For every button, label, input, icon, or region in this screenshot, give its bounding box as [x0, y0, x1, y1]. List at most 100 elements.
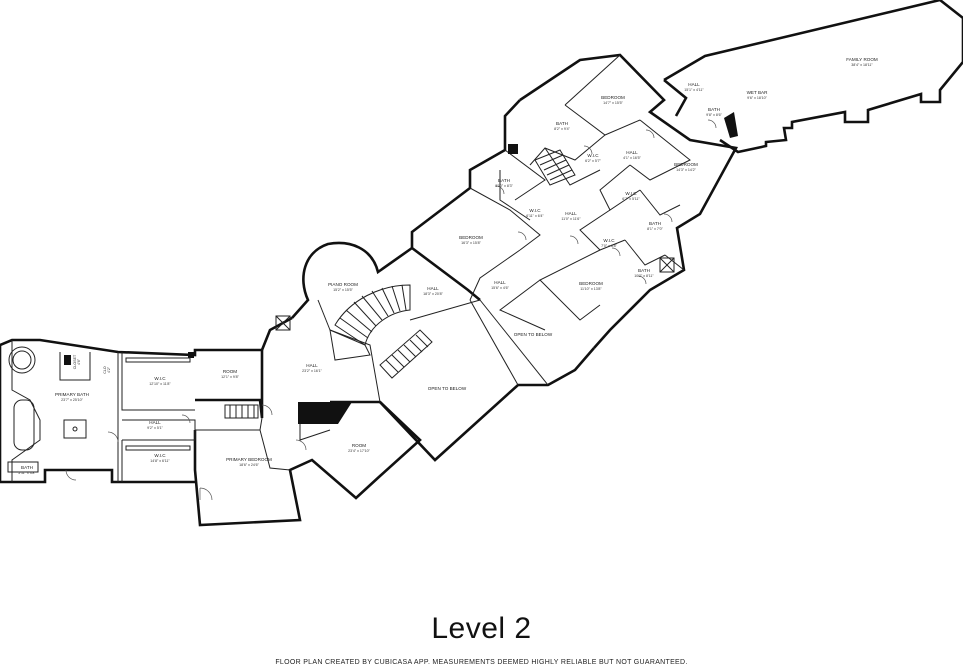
room-room-south: ROOM 23'4" x 17'10" [348, 443, 370, 453]
room-hall-left-mid: HALL 18'3" x 20'8" [423, 286, 443, 296]
svg-text:PRIMARY BEDROOM: PRIMARY BEDROOM [226, 457, 272, 462]
svg-text:23'7" x 25'10": 23'7" x 25'10" [61, 398, 83, 402]
svg-text:WET BAR: WET BAR [747, 90, 769, 95]
stairs [224, 149, 576, 419]
svg-text:14'7" x 15'5": 14'7" x 15'5" [603, 101, 623, 105]
room-bath-right: BATH 8'1" x 7'0" [647, 221, 663, 231]
svg-text:ROOM: ROOM [352, 443, 366, 448]
room-bedroom-right: BEDROOM 14'3" x 14'2" [674, 162, 698, 172]
svg-text:11'0" x 11'6": 11'0" x 11'6" [561, 217, 581, 221]
svg-text:10'2" x 8'11": 10'2" x 8'11" [634, 274, 654, 278]
svg-text:W.I.C: W.I.C [587, 153, 599, 158]
svg-text:BATH: BATH [21, 465, 33, 470]
svg-text:23'4" x 17'10": 23'4" x 17'10" [348, 449, 370, 453]
svg-text:HALL: HALL [149, 420, 161, 425]
svg-text:12'10" x 11'8": 12'10" x 11'8" [149, 382, 171, 386]
room-primary-bath: PRIMARY BATH 23'7" x 25'10" [55, 392, 89, 402]
svg-text:W.I.C: W.I.C [529, 208, 541, 213]
svg-text:HALL: HALL [565, 211, 577, 216]
svg-text:8'1" x 7'0": 8'1" x 7'0" [647, 227, 663, 231]
svg-text:7'0" x 6'8": 7'0" x 6'8" [601, 244, 617, 248]
svg-text:BEDROOM: BEDROOM [579, 281, 603, 286]
room-bath-sw: BATH 5'11" x 3'8" [18, 465, 36, 475]
svg-text:9'2" x 5'1": 9'2" x 5'1" [147, 426, 163, 430]
room-wic-lower: W.I.C 7'0" x 6'8" [601, 238, 617, 248]
room-bedroom-top: BEDROOM 14'7" x 15'5" [601, 95, 625, 105]
room-bedroom-lower: BEDROOM 11'10" x 13'8" [579, 281, 603, 291]
room-open-below-lower: OPEN TO BELOW [428, 386, 467, 391]
svg-text:HALL: HALL [494, 280, 506, 285]
svg-text:OPEN TO BELOW: OPEN TO BELOW [428, 386, 467, 391]
svg-text:6'7" x 5'11": 6'7" x 5'11" [622, 197, 640, 201]
room-bath-top: BATH 8'2" x 9'4" [554, 121, 570, 131]
room-hall-small: HALL 15'6" x 4'6" [491, 280, 509, 290]
room-wic-west: W.I.C 12'10" x 11'8" [149, 376, 171, 386]
svg-text:18'3" x 20'8": 18'3" x 20'8" [423, 292, 443, 296]
svg-text:CLO: CLO [103, 366, 107, 374]
room-wic-right: W.I.C 6'7" x 5'11" [622, 191, 640, 201]
svg-text:W.I.C: W.I.C [154, 453, 166, 458]
svg-text:8'2" x 9'4": 8'2" x 9'4" [554, 127, 570, 131]
svg-text:W.I.C: W.I.C [603, 238, 615, 243]
room-wic-mid: W.I.C 6'11" x 6'4" [526, 208, 544, 218]
svg-text:4'1" x 16'5": 4'1" x 16'5" [623, 156, 641, 160]
svg-text:PRIMARY BATH: PRIMARY BATH [55, 392, 89, 397]
svg-text:23'2" x 16'1": 23'2" x 16'1" [302, 369, 322, 373]
svg-text:4'6": 4'6" [77, 358, 81, 365]
room-hall-wic: HALL 9'2" x 5'1" [147, 420, 163, 430]
room-wic-west-lower: W.I.C 14'8" x 6'11" [150, 453, 170, 463]
svg-text:18'6" x 24'6": 18'6" x 24'6" [239, 463, 259, 467]
svg-text:PIANO ROOM: PIANO ROOM [328, 282, 358, 287]
svg-text:8'10" x 8'3": 8'10" x 8'3" [495, 184, 513, 188]
svg-text:HALL: HALL [306, 363, 318, 368]
room-room-west: ROOM 12'1" x 9'8" [221, 369, 239, 379]
svg-text:BATH: BATH [708, 107, 720, 112]
room-labels: FAMILY ROOM 38'4" x 18'11" HALL 15'1" x … [18, 57, 878, 475]
room-bath-lower: BATH 10'2" x 8'11" [634, 268, 654, 278]
room-closet-a: CLOSET 4'6" [73, 354, 81, 369]
svg-text:BEDROOM: BEDROOM [459, 235, 483, 240]
svg-text:14'8" x 6'11": 14'8" x 6'11" [150, 459, 170, 463]
room-closet-b: CLO 4'2" [103, 366, 111, 374]
svg-text:5'11" x 3'8": 5'11" x 3'8" [18, 471, 36, 475]
svg-text:W.I.C: W.I.C [625, 191, 637, 196]
level-title: Level 2 [431, 612, 532, 645]
svg-text:ROOM: ROOM [223, 369, 237, 374]
svg-text:9'8" x 8'6": 9'8" x 8'6" [706, 113, 722, 117]
room-open-below-upper: OPEN TO BELOW [514, 332, 553, 337]
room-hall-mid: HALL 4'1" x 16'5" [623, 150, 641, 160]
interior-walls [11, 54, 691, 482]
svg-text:BEDROOM: BEDROOM [674, 162, 698, 167]
svg-text:BATH: BATH [498, 178, 510, 183]
room-bath-ne: BATH 9'8" x 8'6" [706, 107, 722, 117]
room-bath-mid: BATH 8'10" x 8'3" [495, 178, 513, 188]
svg-text:HALL: HALL [427, 286, 439, 291]
room-hall-west: HALL 23'2" x 16'1" [302, 363, 322, 373]
svg-text:38'4" x 18'11": 38'4" x 18'11" [851, 63, 873, 67]
solid-blocks [64, 112, 738, 424]
svg-text:BATH: BATH [649, 221, 661, 226]
svg-text:HALL: HALL [688, 82, 700, 87]
svg-text:BATH: BATH [556, 121, 568, 126]
room-wet-bar: WET BAR 9'6" x 18'10" [747, 90, 769, 100]
room-bedroom-mid: BEDROOM 16'3" x 15'8" [459, 235, 483, 245]
svg-text:15'2" x 15'5": 15'2" x 15'5" [333, 288, 353, 292]
svg-text:W.I.C: W.I.C [154, 376, 166, 381]
room-family-room: FAMILY ROOM 38'4" x 18'11" [846, 57, 878, 67]
svg-text:6'2" x 5'7": 6'2" x 5'7" [585, 159, 601, 163]
svg-text:HALL: HALL [626, 150, 638, 155]
svg-text:4'2": 4'2" [107, 366, 111, 373]
svg-text:BATH: BATH [638, 268, 650, 273]
svg-text:12'1" x 9'8": 12'1" x 9'8" [221, 375, 239, 379]
svg-text:11'10" x 13'8": 11'10" x 13'8" [580, 287, 602, 291]
svg-text:CLOSET: CLOSET [73, 354, 77, 369]
room-hall-center: HALL 11'0" x 11'6" [561, 211, 581, 221]
svg-text:15'1" x 4'11": 15'1" x 4'11" [684, 88, 704, 92]
footer-note: FLOOR PLAN CREATED BY CUBICASA APP. MEAS… [275, 659, 688, 666]
svg-text:16'3" x 15'8": 16'3" x 15'8" [461, 241, 481, 245]
svg-text:15'6" x 4'6": 15'6" x 4'6" [491, 286, 509, 290]
svg-text:BEDROOM: BEDROOM [601, 95, 625, 100]
fixtures [7, 257, 675, 473]
room-hall-ne: HALL 15'1" x 4'11" [684, 82, 704, 92]
